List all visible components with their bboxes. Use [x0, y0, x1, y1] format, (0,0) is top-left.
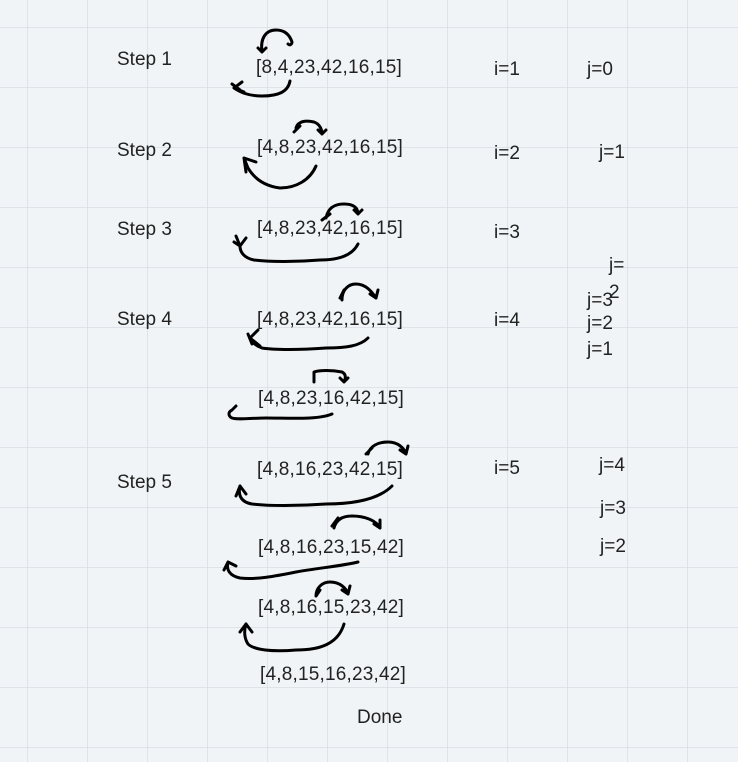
i-value-step-3: i=3: [494, 222, 520, 243]
array-step-5-b: [4,8,16,23,15,42]: [258, 537, 405, 558]
j-value-step-5-a: j=4: [599, 455, 625, 476]
array-final: [4,8,15,16,23,42]: [260, 664, 407, 685]
j-value-step-1: j=0: [587, 59, 613, 80]
swap-arrow-step-5-b: [330, 514, 382, 530]
j-value-step-4-a: j=3: [587, 290, 613, 311]
i-value-step-5: i=5: [494, 458, 520, 479]
insert-arrow-step-3: [232, 234, 360, 263]
i-value-step-4: i=4: [494, 310, 520, 331]
swap-arrow-step-4-a: [338, 282, 380, 302]
i-value-step-2: i=2: [494, 143, 520, 164]
j-value-step-5-c: j=2: [600, 536, 626, 557]
insert-arrow-step-5-b: [222, 560, 360, 580]
insert-arrow-step-5-c: [238, 622, 346, 653]
insert-arrow-step-4-b: [227, 404, 334, 421]
j-value-step-3-a: j=: [609, 255, 625, 276]
array-step-5-c: [4,8,16,15,23,42]: [258, 597, 405, 618]
j-value-step-4-b: j=2: [587, 313, 613, 334]
array-step-3: [4,8,23,42,16,15]: [257, 218, 404, 239]
array-step-1: [8,4,23,42,16,15]: [256, 57, 403, 78]
done-label: Done: [357, 707, 403, 728]
insert-arrow-step-5-a: [234, 484, 394, 507]
step-4-label: Step 4: [117, 309, 172, 330]
insert-arrow-step-4-a: [246, 328, 370, 351]
step-1-label: Step 1: [117, 49, 172, 70]
j-value-step-2: j=1: [599, 142, 625, 163]
j-value-step-5-b: j=3: [600, 498, 626, 519]
swap-arrow-step-4-b: [312, 369, 350, 384]
insert-arrow-step-2: [242, 156, 318, 190]
array-step-4-b: [4,8,23,16,42,15]: [258, 388, 405, 409]
step-2-label: Step 2: [117, 140, 172, 161]
i-value-step-1: i=1: [494, 59, 520, 80]
step-3-label: Step 3: [117, 219, 172, 240]
insert-arrow-step-1: [230, 79, 292, 98]
swap-arrow-step-1: [256, 28, 294, 54]
step-5-label: Step 5: [117, 472, 172, 493]
swap-arrow-step-5-c: [314, 580, 352, 598]
array-step-4-a: [4,8,23,42,16,15]: [257, 309, 404, 330]
swap-arrow-step-2: [292, 119, 328, 136]
j-value-step-4-c: j=1: [587, 339, 613, 360]
swap-arrow-step-3: [320, 202, 364, 222]
array-step-5-a: [4,8,16,23,42,15]: [257, 459, 404, 480]
array-step-2: [4,8,23,42,16,15]: [257, 137, 404, 158]
swap-arrow-step-5-a: [364, 440, 410, 456]
j-value-step-3-b: 2: [609, 282, 620, 303]
